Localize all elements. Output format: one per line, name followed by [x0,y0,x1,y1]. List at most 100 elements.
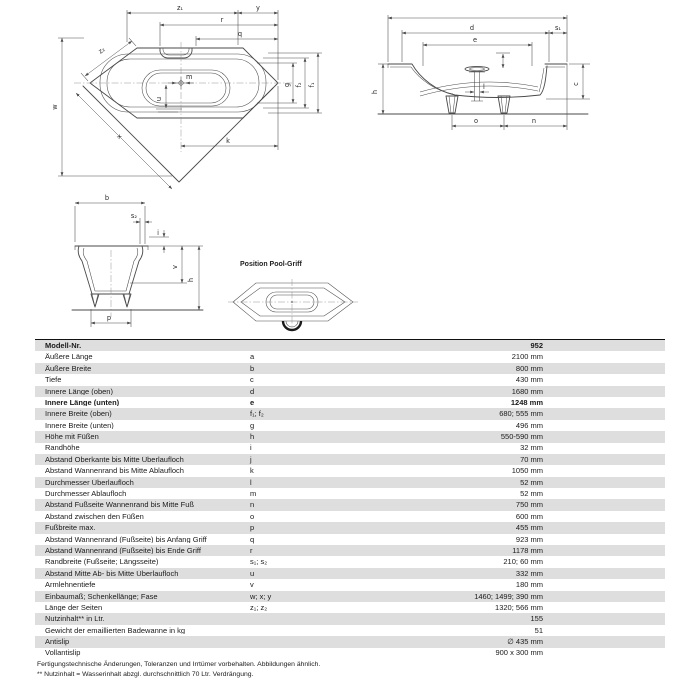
dim-label-e: e [473,36,477,44]
spec-row-label: Randhöhe [45,444,80,452]
spec-row-symbol: d [250,386,255,396]
spec-row-value: 1050 mm [511,466,543,476]
spec-row-value: 923 mm [515,534,543,544]
dim-label-y: y [256,4,260,12]
dim-label-m: m [186,73,192,81]
dim-label-s1: s₁ [555,24,561,32]
spec-row-symbol: b [250,363,255,373]
spec-row-value: 210; 60 mm [503,557,543,567]
spec-row-symbol: o [250,511,255,521]
spec-row-symbol: l [250,477,252,487]
spec-row-symbol: n [250,500,255,510]
dim-label-g: g [283,83,291,87]
dim-label-o: o [474,117,478,125]
spec-row-label: Abstand Wannenrand bis Mitte Ablaufloch [45,467,184,475]
dim-label-f2: f₂ [295,82,303,87]
dim-label-z1: z₁ [177,4,183,12]
spec-row-label: Länge der Seiten [45,603,103,612]
footnote-nutzinhalt: ** Nutzinhalt = Wasserinhalt abzgl. durc… [37,670,254,678]
spec-row-value: 680; 555 mm [499,409,543,419]
spec-row-label: Abstand Fußseite Wannenrand bis Mitte Fu… [45,501,194,509]
dim-label-d: d [470,24,474,32]
spec-table-row: Randhöhe i 32 mm [35,443,665,454]
dim-label-b: b [105,194,109,202]
spec-table-row: Äußere Länge a 2100 mm [35,351,665,362]
spec-row-label: Innere Länge (unten) [45,398,120,407]
spec-table-row: Tiefe c 430 mm [35,374,665,385]
spec-row-value: 900 x 300 mm [495,648,543,658]
spec-table-row: Fußbreite max. p 455 mm [35,522,665,534]
spec-row-value: 1320; 566 mm [495,602,543,612]
spec-row-symbol: q [250,534,255,544]
spec-row-value: 1460; 1499; 390 mm [474,591,543,601]
spec-table-row: Innere Länge (oben) d 1680 mm [35,385,665,397]
model-number-value: 952 [530,340,543,350]
spec-table-row: Innere Breite (oben) f₁; f₂ 680; 555 mm [35,408,665,420]
spec-row-value: 1680 mm [511,386,543,396]
spec-row-value: 52 mm [520,489,543,499]
spec-table-row: Äußere Breite b 800 mm [35,362,665,375]
dim-label-p: p [107,314,111,322]
end-view-drawing: b s₂ i v h p [71,194,204,327]
spec-row-label: Abstand Oberkante bis Mitte Überlaufloch [45,455,184,464]
spec-row-label: Innere Breite (oben) [45,410,112,418]
dim-label-r: r [221,16,224,24]
dim-label-f1: f₁ [308,82,316,87]
spec-table-row: Vollantislip 900 x 300 mm [35,648,665,659]
top-view-drawing: z₁ y r q z₂ w x k m u g f₂ f₁ [52,4,322,190]
spec-row-symbol: w; x; y [250,591,272,601]
spec-row-label: Armlehnentiefe [45,581,96,589]
spec-table-row: Abstand Fußseite Wannenrand bis Mitte Fu… [35,499,665,511]
spec-table-row: Abstand Wannenrand (Fußseite) bis Anfang… [35,534,665,545]
dim-label-n: n [532,117,536,125]
spec-row-symbol: c [250,375,254,385]
spec-table-row: Innere Länge (unten) e 1248 mm [35,397,665,408]
spec-table-row: Nutzinhalt** in Ltr. 155 [35,613,665,625]
spec-row-value: 2100 mm [511,352,543,362]
spec-row-label: Äußere Breite [45,364,92,373]
dim-label-v: v [171,265,179,269]
spec-row-label: Abstand Mitte Ab- bis Mitte Überlaufloch [45,569,179,578]
spec-row-value: 155 [530,614,543,624]
spec-row-label: Äußere Länge [45,353,93,361]
spec-table: Modell-Nr. 952 Äußere Länge a 2100 mm Äu… [35,339,665,659]
pool-grip-drawing [228,279,358,332]
spec-row-label: Fußbreite max. [45,524,96,532]
spec-table-row: Abstand Oberkante bis Mitte Überlaufloch… [35,453,665,466]
pool-grip-handle [281,320,303,332]
spec-row-label: Innere Länge (oben) [45,387,113,395]
pool-grip-cutout [159,47,193,59]
spec-row-value: 180 mm [515,580,543,590]
spec-row-symbol: i [250,443,252,453]
spec-row-label: Innere Breite (unten) [45,421,114,430]
tub-profile [387,63,568,98]
pool-grip-title: Position Pool-Griff [240,261,302,268]
spec-row-symbol: p [250,523,255,533]
spec-table-row: Randbreite (Fußseite; Längsseite) s₁; s₂… [35,556,665,567]
spec-row-symbol: s₁; s₂ [250,557,268,567]
side-view-drawing: d s₁ e h c l o n [371,15,590,130]
spec-table-row: Länge der Seiten z₁; z₂ 1320; 566 mm [35,602,665,613]
spec-table-row: Einbaumaß; Schenkellänge; Fase w; x; y 1… [35,590,665,602]
spec-row-value: 51 [534,625,543,635]
spec-row-symbol: a [250,352,255,362]
spec-row-value: 750 mm [515,500,543,510]
spec-row-symbol: f₁; f₂ [250,409,264,419]
spec-table-row: Abstand Wannenrand bis Mitte Ablaufloch … [35,465,665,476]
spec-row-symbol: m [250,489,257,499]
foot [445,95,511,114]
dim-label-i: i [157,229,159,237]
dim-label-h: h [187,278,195,282]
footnote-tolerances: Fertigungstechnische Änderungen, Toleran… [37,661,321,668]
spec-row-symbol: j [250,454,252,464]
dim-label-c: c [572,82,580,86]
dim-label-x: x [115,132,123,140]
dim-label-u: u [155,97,163,101]
dim-label-h: h [371,90,379,94]
spec-row-value: 32 mm [520,443,543,453]
spec-row-symbol: z₁; z₂ [250,602,268,612]
dim-label-k: k [226,137,230,145]
overflow-hole [464,65,490,73]
spec-table-row: Antislip ∅ 435 mm [35,636,665,648]
spec-row-value: 600 mm [515,511,543,521]
